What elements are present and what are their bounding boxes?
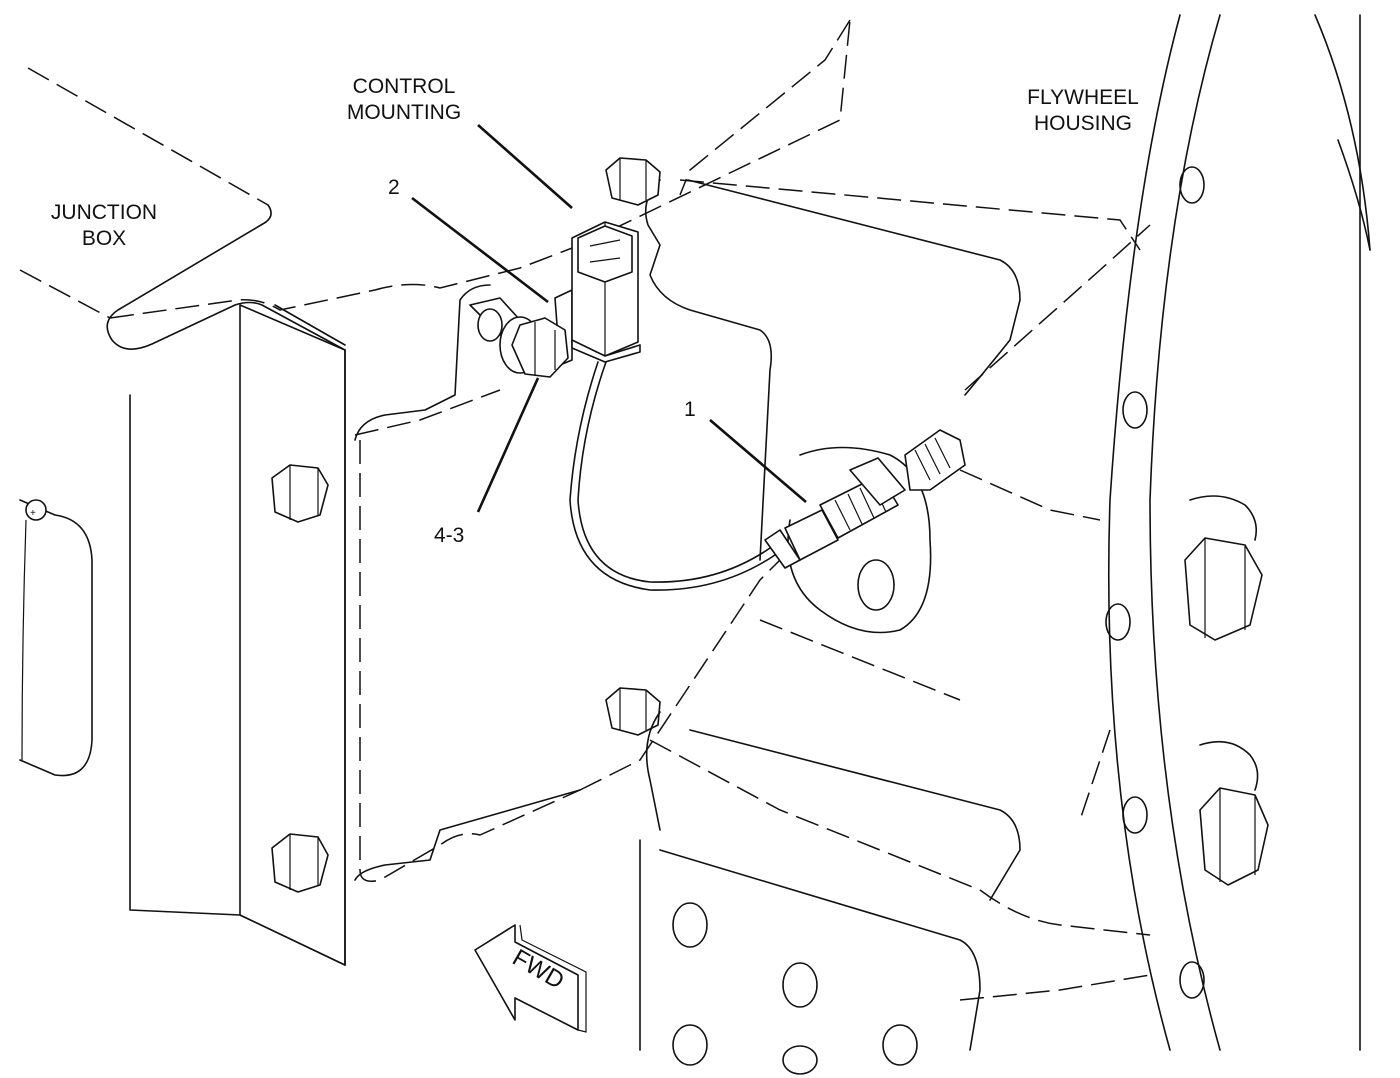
housing-bolt-upper xyxy=(1184,495,1263,641)
callout-1: 1 xyxy=(684,398,696,421)
bracket-upper-arm xyxy=(605,157,1021,561)
leader-1 xyxy=(709,419,807,503)
leader-control-mounting xyxy=(477,124,573,209)
control-mounting-line2: MOUNTING xyxy=(347,101,461,124)
callout-2: 2 xyxy=(388,176,400,199)
housing-bolt-lower xyxy=(1199,740,1269,886)
fwd-arrow: FWD xyxy=(474,924,587,1033)
sensor-wire xyxy=(569,361,776,591)
label-junction-box: JUNCTION BOX xyxy=(51,201,157,250)
mounting-plate xyxy=(239,304,346,966)
label-flywheel-housing: FLYWHEEL HOUSING xyxy=(1027,86,1139,135)
flywheel-housing-line1: FLYWHEEL xyxy=(1027,86,1139,109)
leader-4-3 xyxy=(476,377,540,513)
leader-lines xyxy=(411,124,807,513)
junction-box-line1: JUNCTION xyxy=(51,201,157,224)
plate-bolt-lower xyxy=(271,833,329,893)
flywheel-housing-line2: HOUSING xyxy=(1034,112,1132,135)
control-mounting-line1: CONTROL xyxy=(353,75,456,98)
mounting-clip-assembly xyxy=(469,289,573,378)
control-mounting-bracket xyxy=(109,19,1151,1001)
bracket-lower-arm xyxy=(605,687,1021,1075)
callout-4-3: 4-3 xyxy=(434,524,464,547)
speed-sensor xyxy=(764,429,966,569)
flywheel-housing xyxy=(1105,14,1371,1051)
svg-text:+: + xyxy=(30,508,36,519)
label-control-mounting: CONTROL MOUNTING xyxy=(347,75,461,124)
plate-bolt-upper xyxy=(271,464,329,523)
junction-box-line2: BOX xyxy=(82,227,126,250)
leader-2 xyxy=(411,196,549,304)
sensor-boss xyxy=(787,446,932,634)
harness-connector xyxy=(571,221,641,363)
